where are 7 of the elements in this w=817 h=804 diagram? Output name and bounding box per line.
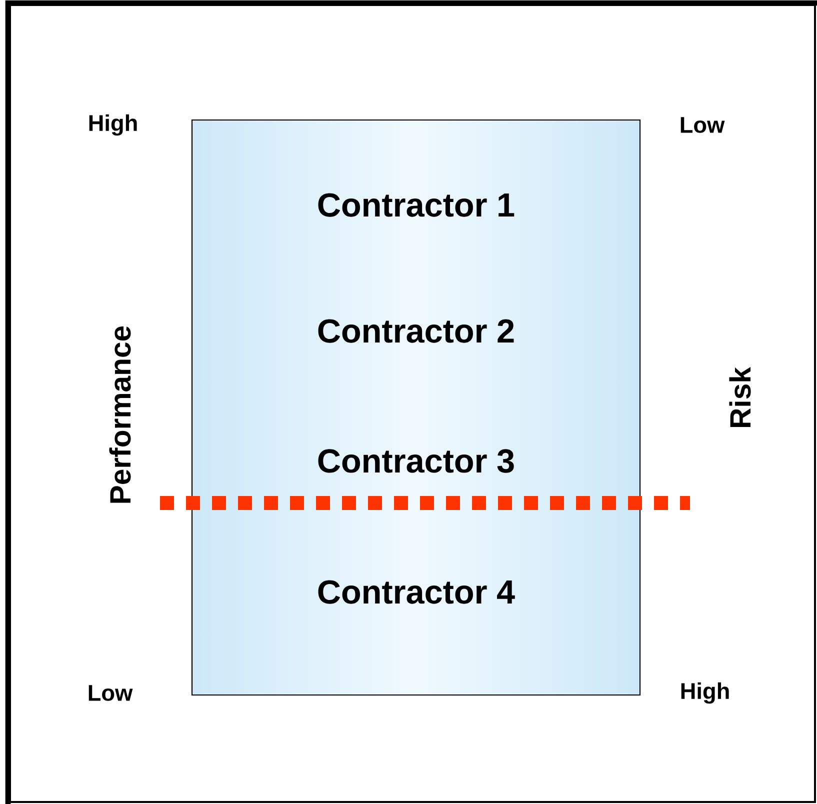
axis-title: Performance: [109, 326, 131, 503]
axis-end-label: Low: [680, 117, 725, 133]
axis-title: Risk: [729, 367, 751, 428]
axis-end-label: Low: [88, 685, 133, 701]
axis-end-label: High: [681, 682, 729, 704]
ranking-box: Contractor 1 Contractor 2 Contractor 3 Contractor 4: [191, 119, 641, 696]
axis-end-label: High: [89, 114, 137, 136]
